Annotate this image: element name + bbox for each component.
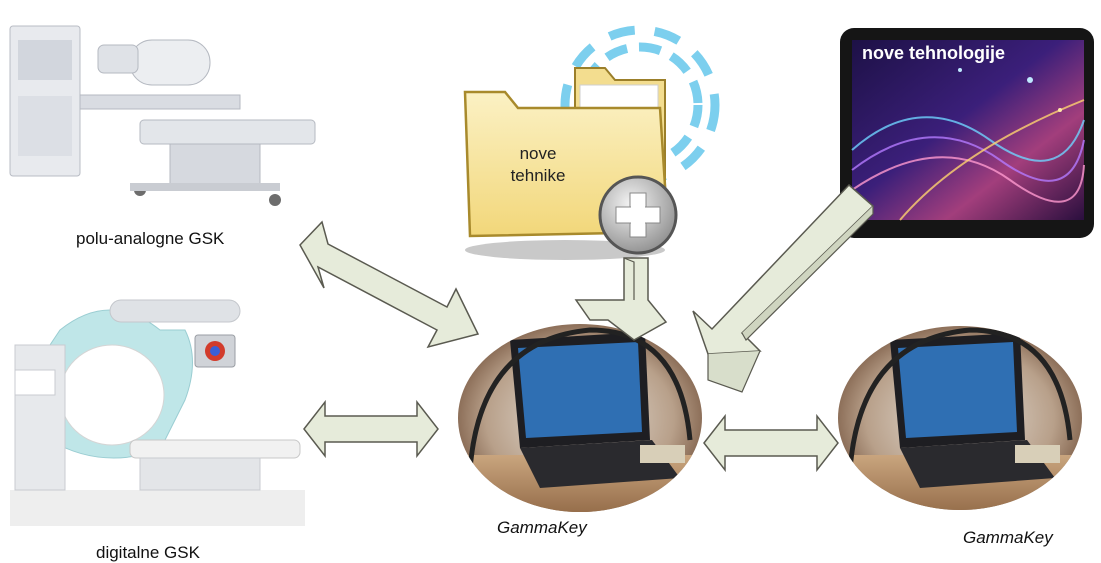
gammakey-secondary-image bbox=[838, 326, 1082, 510]
gammakey-secondary-label: GammaKey bbox=[963, 528, 1053, 547]
semi-analog-label: polu-analogne GSK bbox=[76, 229, 225, 248]
arrow-digital-gammakey bbox=[303, 399, 439, 459]
tablet-title: nove tehnologije bbox=[862, 43, 1006, 63]
folder-label-line2: tehnike bbox=[510, 166, 566, 185]
gammakey-main-image bbox=[458, 324, 702, 512]
arrow-techniques-gammakey bbox=[574, 257, 668, 341]
gammakey-main-label: GammaKey bbox=[497, 518, 587, 537]
arrow-semi-analog-gammakey bbox=[299, 220, 480, 349]
digital-label: digitalne GSK bbox=[96, 543, 200, 562]
semi-analog-camera-image bbox=[9, 25, 316, 206]
folder-label: nove tehnike bbox=[478, 143, 598, 187]
tablet-image bbox=[840, 28, 1094, 238]
digital-camera-image bbox=[10, 299, 305, 526]
arrow-gammakey-gammakey bbox=[703, 413, 839, 473]
plus-badge-icon bbox=[598, 175, 678, 255]
arrow-technologies-gammakey bbox=[692, 183, 875, 393]
folder-label-line1: nove bbox=[519, 144, 557, 163]
